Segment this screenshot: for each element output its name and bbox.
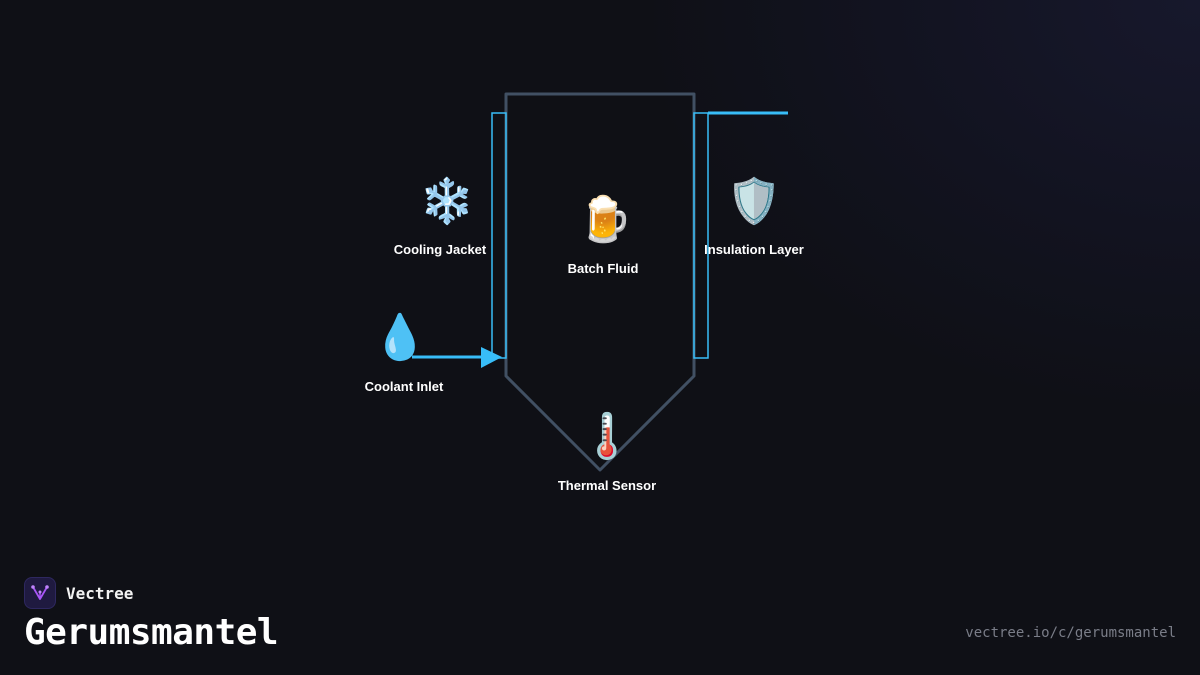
page-title: Gerumsmantel [24, 612, 279, 653]
thermometer-icon: 🌡️ [579, 412, 635, 461]
coolant-inlet-label: Coolant Inlet [364, 379, 444, 394]
cooling-jacket-label: Cooling Jacket [393, 242, 487, 257]
batch-fluid-label: Batch Fluid [567, 261, 639, 276]
droplet-icon: 💧 [372, 313, 428, 362]
insulation-layer-label: Insulation Layer [704, 242, 804, 257]
page-url[interactable]: vectree.io/c/gerumsmantel [965, 625, 1176, 641]
thermal-sensor-label: Thermal Sensor [557, 478, 657, 493]
cooling-jacket-wall [491, 112, 507, 359]
shield-icon: 🛡️ [726, 177, 782, 226]
vectree-logo-icon [24, 577, 56, 609]
insulation-layer-wall [693, 112, 709, 359]
coolant-inlet-arrowhead [481, 347, 502, 368]
beer-mug-icon: 🍺 [577, 195, 633, 244]
snowflake-icon: ❄️ [419, 177, 475, 226]
brand[interactable]: Vectree [24, 577, 133, 609]
brand-name: Vectree [66, 583, 134, 603]
